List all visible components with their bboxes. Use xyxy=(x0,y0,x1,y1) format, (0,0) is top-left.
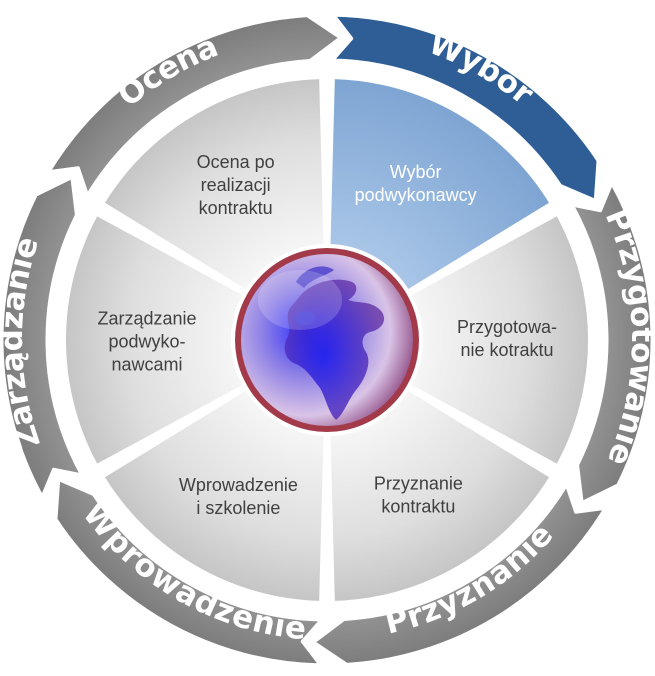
segment-label-line: Zarządzanie xyxy=(97,309,196,329)
segment-label-line: i szkolenie xyxy=(196,498,280,518)
segment-label-ocena: Ocena po realizacji kontraktu xyxy=(197,152,275,218)
segment-label-line: Wybór xyxy=(390,162,442,182)
globe-icon xyxy=(235,248,419,432)
segment-label-line: nawcami xyxy=(111,355,182,375)
segment-label-zarzadzanie: Zarządzanie podwyko-nawcami xyxy=(97,309,196,375)
segment-label-line: Przygotowa- xyxy=(457,317,557,337)
outer-ring xyxy=(0,13,654,667)
segment-label-line: nie kotraktu xyxy=(460,340,553,360)
segment-label-line: Przyznanie xyxy=(374,474,463,494)
segment-label-line: podwykonawcy xyxy=(355,185,477,205)
ring-arrow-wybor xyxy=(331,13,600,202)
segment-label-wprowadzenie: Wprowadzenie i szkolenie xyxy=(179,475,298,518)
segment-ocena xyxy=(102,77,326,292)
segment-label-przygotowanie: Przygotowa-nie kotraktu xyxy=(457,317,557,360)
segment-label-line: Wprowadzenie xyxy=(179,475,298,495)
segment-wybor xyxy=(328,77,552,292)
segment-label-przyznanie: Przyznanie kontraktu xyxy=(374,474,463,517)
segment-label-line: kontraktu xyxy=(199,198,273,218)
segment-wprowadzenie xyxy=(102,388,326,603)
segment-label-line: Ocena po xyxy=(197,152,275,172)
inner-segments xyxy=(64,77,590,603)
segment-label-wybor: Wybór podwykonawcy xyxy=(355,162,477,205)
ring-arrow-zarzadzanie xyxy=(0,175,84,499)
ring-arrow-przygotowanie xyxy=(570,181,654,505)
segment-label-line: podwyko- xyxy=(108,332,185,352)
ring-arrow-wprowadzenie xyxy=(54,478,323,667)
segment-przygotowanie xyxy=(409,213,590,467)
segment-label-line: kontraktu xyxy=(381,497,455,517)
segment-przyznanie xyxy=(328,388,552,603)
segment-label-line: realizacji xyxy=(201,175,271,195)
ring-arrow-ocena xyxy=(47,14,342,197)
segment-zarzadzanie xyxy=(64,213,245,467)
ring-arrow-przyznanie xyxy=(312,483,607,666)
